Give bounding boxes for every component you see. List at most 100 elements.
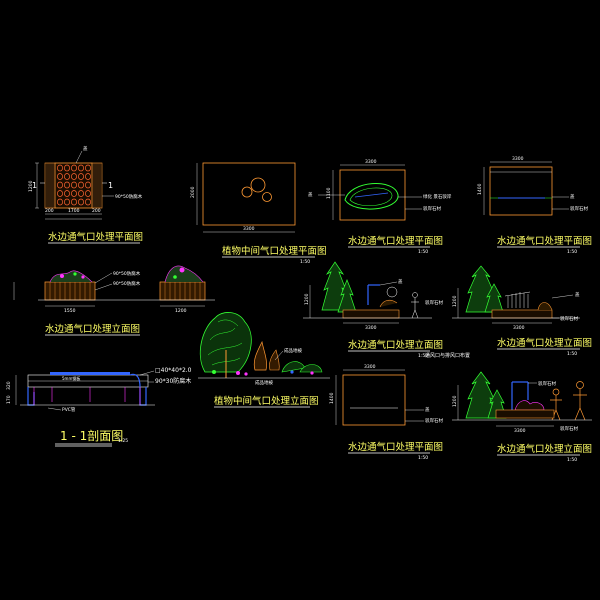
plan5-label-cover: 盖 bbox=[425, 406, 430, 413]
elev5-dim-height: 1200 bbox=[452, 395, 458, 407]
panel-elev4: 成品地被 成品地被 植物中间气口处理立面图 bbox=[198, 312, 330, 408]
panel-section: 5mm钢板 □40*40*2.0 90*30防腐木 PVC管 320 170 1… bbox=[6, 367, 192, 447]
elev3-scale: 1:50 bbox=[567, 351, 577, 357]
elev5-label-stone2: 驳岸石材 bbox=[560, 425, 578, 432]
plan3-scale: 1:50 bbox=[418, 249, 428, 255]
plan3-label-stone: 驳岸石材 bbox=[423, 205, 441, 212]
lattice-cell bbox=[71, 164, 77, 172]
elev1-flowers-left bbox=[49, 270, 93, 283]
elev2-title: 水边通气口处理立面图 bbox=[348, 339, 443, 351]
panel-plan4: 3300 1400 盖 驳岸石材 水边通气口处理平面图 1:50 bbox=[477, 156, 592, 255]
plan3-label-cover: 盖 bbox=[308, 191, 313, 198]
elev3-grille bbox=[504, 291, 531, 308]
elev1-dim-right: 1200 bbox=[175, 308, 187, 314]
plan2-vent-small bbox=[262, 192, 272, 202]
plan1-side-slats bbox=[46, 163, 101, 208]
section-posts bbox=[33, 387, 141, 405]
plan1-dim-height: 1200 bbox=[28, 180, 34, 192]
plan1-title: 水边通气口处理平面图 bbox=[48, 231, 143, 243]
elev2-scale: 1:50 bbox=[418, 353, 428, 359]
plan1-dim-right: 200 bbox=[92, 208, 101, 214]
plan1-lattice bbox=[57, 164, 91, 206]
plan3-label-green: 绿化 景石驳岸 bbox=[423, 193, 452, 200]
plan2-outline bbox=[202, 162, 296, 226]
elev1-planter-right bbox=[159, 281, 206, 301]
plan5-label-stone: 驳岸石材 bbox=[425, 417, 443, 424]
plan2-vent-large bbox=[250, 177, 266, 193]
panel-plan5: 3300 1400 盖 驳岸石材 水边通气口处理平面图 1:50 bbox=[329, 364, 443, 461]
elev3-label-stone: 驳岸石材 bbox=[560, 315, 578, 322]
lattice-cell bbox=[78, 190, 84, 197]
plan5-dim-height: 1400 bbox=[329, 392, 335, 404]
panel-elev3: 盖 驳岸石材 3300 1200 水边通气口处理立面图 1:50 bbox=[452, 265, 592, 357]
elev2-base bbox=[342, 309, 400, 319]
lattice-cell bbox=[78, 198, 84, 206]
elev4-groundcover bbox=[212, 370, 314, 376]
elev2-person bbox=[411, 292, 419, 319]
plan5-outline bbox=[342, 374, 406, 426]
section-scale: 1:25 bbox=[118, 438, 128, 444]
lattice-cell bbox=[85, 198, 91, 206]
plan1-label-wood: 90*50防腐木 bbox=[115, 193, 143, 200]
lattice-cell bbox=[64, 173, 70, 180]
panel-elev1: 90*50防腐木 90*50防腐木 1550 1200 水边通气口处理立面图 bbox=[13, 265, 215, 336]
lattice-cell bbox=[78, 173, 84, 180]
plan5-title: 水边通气口处理平面图 bbox=[348, 441, 443, 453]
lattice-cell bbox=[57, 173, 63, 180]
lattice-cell bbox=[64, 198, 70, 206]
elev2-vent-pipe bbox=[367, 284, 380, 305]
elev5-flowers bbox=[514, 400, 545, 411]
elev4-title: 植物中间气口处理立面图 bbox=[214, 395, 319, 407]
elev1-label-wood2: 90*50防腐木 bbox=[113, 280, 141, 287]
lattice-cell bbox=[64, 164, 70, 172]
section-label-steel: □40*40*2.0 bbox=[155, 367, 192, 374]
lattice-cell bbox=[57, 198, 63, 206]
elev3-label-cover: 盖 bbox=[575, 291, 580, 298]
section-title: 1 - 1剖面图 bbox=[60, 429, 123, 443]
panel-plan2: 2000 3300 植物中间气口处理平面图 1:50 bbox=[190, 162, 327, 265]
section-label-pvc: PVC管 bbox=[62, 406, 76, 413]
plan3-dim-height: 1100 bbox=[326, 187, 332, 199]
plan4-scale: 1:50 bbox=[567, 249, 577, 255]
plan2-dim-height: 2000 bbox=[190, 186, 196, 198]
plan3-title: 水边通气口处理平面图 bbox=[348, 235, 443, 247]
lattice-cell bbox=[57, 181, 63, 189]
elev5-title: 水边通气口处理立面图 bbox=[497, 443, 592, 455]
elev3-trees bbox=[465, 265, 504, 313]
section-label-wood: 90*30防腐木 bbox=[155, 377, 191, 385]
elev4-tree-canopy bbox=[199, 312, 252, 373]
lattice-cell bbox=[57, 164, 63, 172]
plan4-dim-width: 3300 bbox=[512, 156, 524, 162]
elev2-note: 通风口与排风口布置 bbox=[425, 352, 470, 359]
lattice-cell bbox=[85, 164, 91, 172]
plan4-dim-height: 1400 bbox=[477, 183, 483, 195]
elev5-people bbox=[550, 381, 587, 421]
lattice-cell bbox=[85, 181, 91, 189]
plan3-vent-slot bbox=[354, 192, 389, 198]
lattice-cell bbox=[71, 190, 77, 197]
plan1-grate bbox=[54, 162, 93, 209]
lattice-cell bbox=[64, 181, 70, 189]
plan1-mark-left: 1 bbox=[32, 181, 37, 190]
lattice-cell bbox=[71, 173, 77, 180]
plan1-mark-right: 1 bbox=[108, 181, 113, 190]
panel-plan1: 盖 90*50防腐木 1 1 1200 1700 200 200 水边通气口处理… bbox=[28, 145, 143, 244]
elev2-label-stone: 驳岸石材 bbox=[425, 299, 443, 306]
plan2-dim-width: 3300 bbox=[243, 226, 255, 232]
elev3-base bbox=[491, 309, 553, 319]
plan1-dim-inner: 1700 bbox=[68, 208, 80, 214]
elev4-label-ground2: 成品地被 bbox=[255, 379, 273, 386]
plan5-dim-width: 3300 bbox=[364, 364, 376, 370]
elev2-trees bbox=[321, 261, 357, 313]
elev1-label-wood1: 90*50防腐木 bbox=[113, 270, 141, 277]
plan4-label-cover: 盖 bbox=[570, 193, 575, 200]
lattice-cell bbox=[78, 181, 84, 189]
elev5-scale: 1:50 bbox=[567, 457, 577, 463]
elev4-label-ground1: 成品地被 bbox=[284, 347, 302, 354]
elev2-label-cover: 盖 bbox=[398, 278, 403, 285]
elev5-base bbox=[495, 409, 555, 419]
lattice-cell bbox=[85, 173, 91, 180]
plan3-dim-width: 3300 bbox=[365, 159, 377, 165]
section-steel-plate bbox=[50, 372, 130, 375]
